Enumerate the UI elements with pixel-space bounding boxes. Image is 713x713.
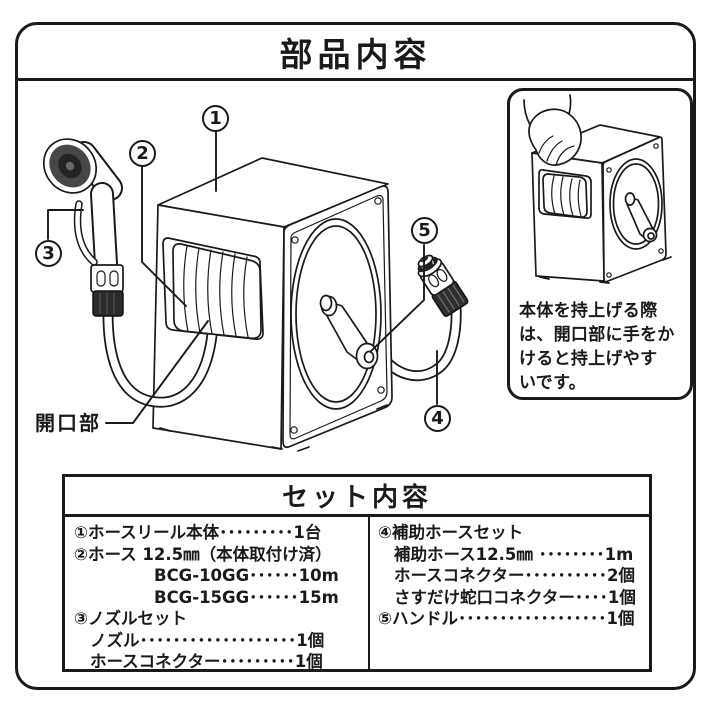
auxiliary-hose xyxy=(372,302,462,382)
set-contents-right-column: ④補助ホースセット 補助ホース12.5㎜ ････････1m ホースコネクター… xyxy=(368,517,649,669)
lifting-tip-line: いです。 xyxy=(519,373,586,393)
set-item: ③ノズルセット xyxy=(74,609,187,628)
set-contents-body: ①ホースリール本体･････････1台 ②ホース 12.5㎜（本体取付け済） … xyxy=(65,517,649,671)
set-contents-table: セット内容 ①ホースリール本体･････････1台 ②ホース 12.5㎜（本体… xyxy=(62,474,652,672)
set-item: ⑤ハンドル･･････････････････1個 xyxy=(378,609,635,628)
hose-coil xyxy=(172,243,262,340)
callout-2-hose: 2 xyxy=(129,140,156,167)
nozzle-head xyxy=(42,138,98,194)
callout-5-handle: 5 xyxy=(411,217,438,244)
set-item: 補助ホース12.5㎜ ････････1m xyxy=(394,544,634,564)
title-band: 部品内容 xyxy=(18,25,693,81)
set-contents-left-column: ①ホースリール本体･････････1台 ②ホース 12.5㎜（本体取付け済） … xyxy=(65,517,368,671)
callout-3-nozzle: 3 xyxy=(35,240,62,267)
inset-opening-and-coil xyxy=(538,168,592,220)
lifting-tip-line: は、開口部に手をか xyxy=(519,325,675,345)
set-item: ノズル･･･････････････････1個 xyxy=(90,630,325,650)
set-item: ②ホース 12.5㎜（本体取付け済） xyxy=(74,544,332,564)
lifting-tip-line: 本体を持上げる際 xyxy=(519,301,658,321)
set-item: さすだけ蛇口コネクター････1個 xyxy=(394,587,636,607)
callout-leader-lines xyxy=(47,131,438,424)
lifting-tip-inset: 本体を持上げる際 は、開口部に手をか けると持上げやす いです。 xyxy=(507,88,693,400)
set-item: ホースコネクター･････････1個 xyxy=(90,652,323,671)
hose-connector xyxy=(417,254,469,317)
spray-nozzle xyxy=(42,138,124,317)
callout-1-reel-body: 1 xyxy=(202,105,229,132)
opening-label: 開口部 xyxy=(35,411,101,435)
set-contents-title: セット内容 xyxy=(65,477,649,517)
page-frame: 部品内容 xyxy=(15,22,696,690)
set-item: ①ホースリール本体･････････1台 xyxy=(74,523,322,542)
crank-handle xyxy=(319,294,379,370)
set-item: ④補助ホースセット xyxy=(378,523,524,542)
set-item: ホースコネクター･･････････2個 xyxy=(394,566,635,585)
hand-icon xyxy=(523,94,582,166)
lifting-illustration xyxy=(523,94,672,284)
lifting-tip-line: けると持上げやす xyxy=(519,349,658,369)
page-title: 部品内容 xyxy=(279,34,432,74)
inset-crank-handle xyxy=(624,192,658,243)
callout-4-aux-hose: 4 xyxy=(424,405,451,432)
set-item: BCG-10GG･･････10m xyxy=(154,566,339,585)
lifting-tip-text: 本体を持上げる際 は、開口部に手をか けると持上げやす いです。 xyxy=(519,299,675,395)
set-item: BCG-15GG･･････15m xyxy=(154,587,339,607)
